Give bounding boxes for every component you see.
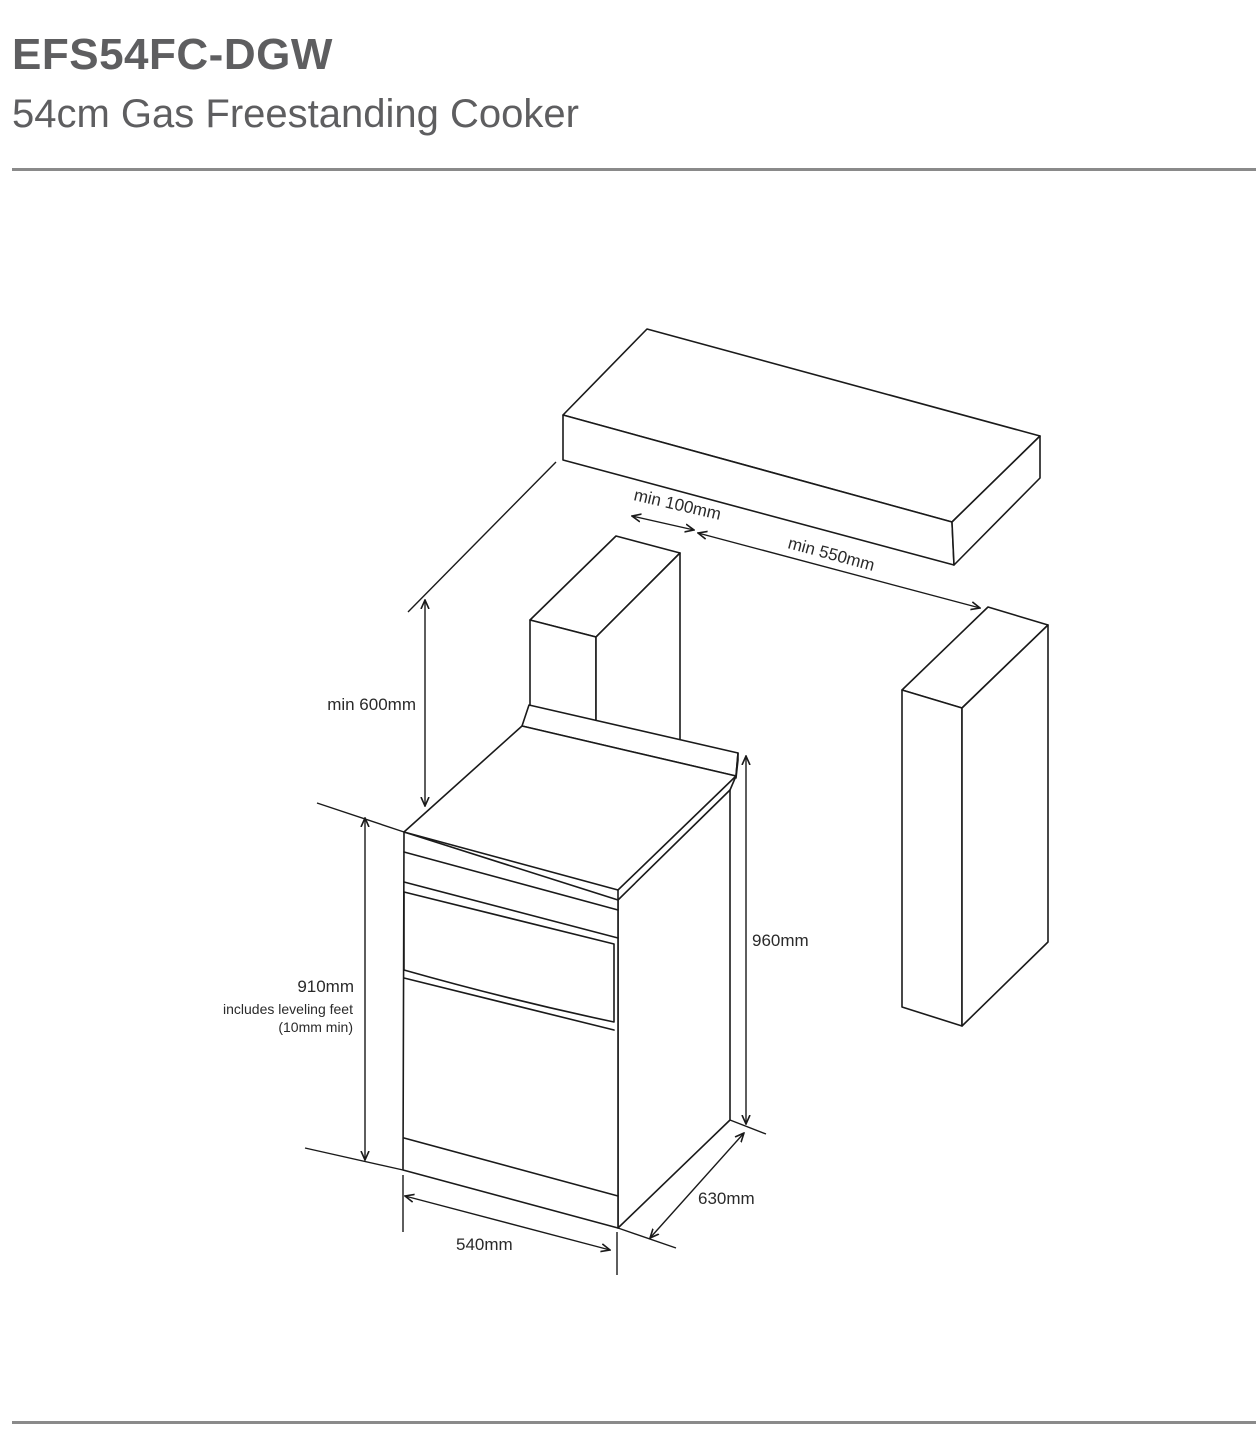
label-min-600mm: min 600mm (327, 695, 416, 714)
label-960mm: 960mm (752, 931, 809, 950)
label-leveling-feet-note: includes leveling feet (223, 1001, 353, 1017)
dimension-960mm: 960mm (729, 756, 809, 1135)
right-side-cabinet (901, 606, 1049, 1027)
product-subtitle: 54cm Gas Freestanding Cooker (12, 92, 579, 136)
cooker (402, 704, 739, 1229)
dimension-min-600mm: min 600mm (327, 461, 557, 806)
dimension-910mm: 910mm includes leveling feet (10mm min) (223, 802, 405, 1171)
dimension-540mm: 540mm (402, 1175, 618, 1275)
label-leveling-feet-min: (10mm min) (278, 1019, 353, 1035)
label-910mm: 910mm (297, 977, 354, 996)
header-divider (12, 168, 1256, 171)
label-540mm: 540mm (456, 1235, 513, 1254)
label-630mm: 630mm (698, 1189, 755, 1208)
overhead-cabinet (562, 328, 1041, 566)
footer-divider (12, 1421, 1256, 1424)
model-number: EFS54FC-DGW (12, 30, 333, 79)
dimension-630mm: 630mm (617, 1133, 755, 1249)
